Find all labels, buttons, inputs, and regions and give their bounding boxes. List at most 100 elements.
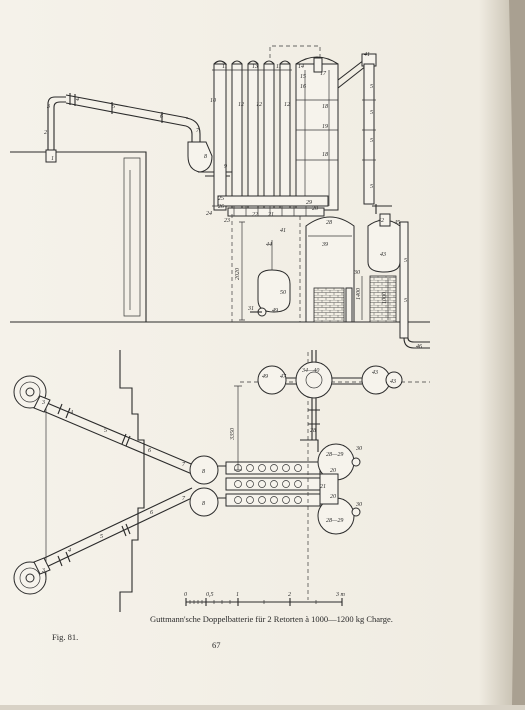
label: 4 [76,96,79,103]
pipe-flanges [69,93,163,123]
upper-pipe-flanges [57,403,131,447]
dim-label-1400: 1400 [355,288,362,300]
valve-30-upper [351,457,361,467]
label: 5 [370,110,373,116]
scale-tick-1: 1 [236,592,239,598]
label: 5 [100,534,103,540]
header-divisions [233,206,307,216]
label: 47 [280,373,287,380]
column-34-40 [295,361,333,399]
pot-connectors [218,465,226,499]
valve-30-lower [351,507,361,517]
label: 21 [320,484,326,490]
label: 12 [238,102,244,108]
scale-tick-3m: 3 m [335,592,346,598]
label: 31 [247,306,254,312]
label: 21 [268,212,274,218]
label: 18 [322,104,328,110]
figure-number: Fig. 81. [52,632,78,642]
plan-pipe-45 [332,377,362,385]
scale-tick-05: 0,5 [206,592,214,598]
lower-header [217,195,329,207]
dim-label-1000: 1000 [382,292,388,304]
label: 16 [300,84,306,90]
label: 22 [252,212,258,218]
label: 28 [310,428,316,434]
label: 41 [280,227,286,234]
label: 20 [312,206,318,212]
label: 2 [44,130,47,136]
plan-down-flanges [308,409,320,425]
label: 5 [112,104,115,110]
retort-outlet [45,149,57,163]
plan-header-lower [225,493,321,507]
rectifying-column [295,56,339,211]
label: 6 [148,448,151,454]
separator-44-plan [385,371,403,389]
plan-header-mid [225,477,321,491]
label: 7 [182,462,186,468]
label: 5 [370,184,373,190]
scale-tick-0: 0 [184,592,187,598]
pot-lower [189,487,219,517]
label: 17 [320,71,327,77]
label: 34—40 [301,367,319,374]
label: 11 [222,64,228,70]
label: 3 [41,568,45,574]
vapor-pipe [337,59,367,89]
pot-upper [189,455,219,485]
label: 13 [252,64,258,70]
label: 5 [370,138,373,144]
lower-diagonal-pipe [35,487,197,571]
lower-retort-connector [33,557,51,575]
label: 42 [378,217,384,224]
label: 25 [218,196,224,202]
drain-elbow-46 [403,337,430,349]
dim-ticks-3350 [234,385,242,471]
label: 28—29 [326,518,343,524]
upper-retort-connector [33,395,51,413]
label: 49 [272,307,278,314]
separator-43 [367,219,401,273]
label: 24 [206,210,212,217]
plan-wall-outline [119,350,145,612]
plan-pipe-47 [286,377,296,385]
plan-top-stub [311,350,317,362]
label: 26 [218,204,224,210]
page-number: 67 [212,640,221,650]
label: 12 [256,102,262,108]
label: 20 [330,494,336,500]
vessel-49 [257,365,287,395]
separator-pot [187,141,213,173]
label: 9 [224,164,227,170]
label: 6 [150,510,153,516]
top-return-pipe [269,45,321,58]
label: 6 [160,114,163,120]
label: 8 [204,154,207,160]
dim-ticks-2020 [239,221,245,321]
label: 3 [46,104,50,110]
separator-inlet [372,204,392,214]
label: 43 [372,369,378,376]
label: 30 [353,270,360,276]
label: 19 [322,124,328,130]
label: 12 [284,102,290,108]
label: 43 [390,378,396,385]
label: 41 [364,51,370,58]
label: 8 [202,501,205,507]
plan-label-group: 3 4 5 6 7 8 3 4 5 6 7 8 49 47 34—40 43 4… [41,367,396,574]
label: 3 [41,400,45,406]
sloped-pipe [65,94,189,127]
label: 28—29 [326,452,343,458]
label: 20 [330,468,336,474]
label: 44 [266,241,272,248]
separator-foundation [369,275,397,323]
scale-bar: 0 0,5 1 2 3 m [184,592,346,606]
label: 15 [300,74,306,80]
lower-pipe-flanges [57,523,131,567]
page-edge-shadow [509,0,525,705]
label: 1 [51,156,54,162]
label: 14 [298,63,304,70]
label: 5 [370,84,373,90]
